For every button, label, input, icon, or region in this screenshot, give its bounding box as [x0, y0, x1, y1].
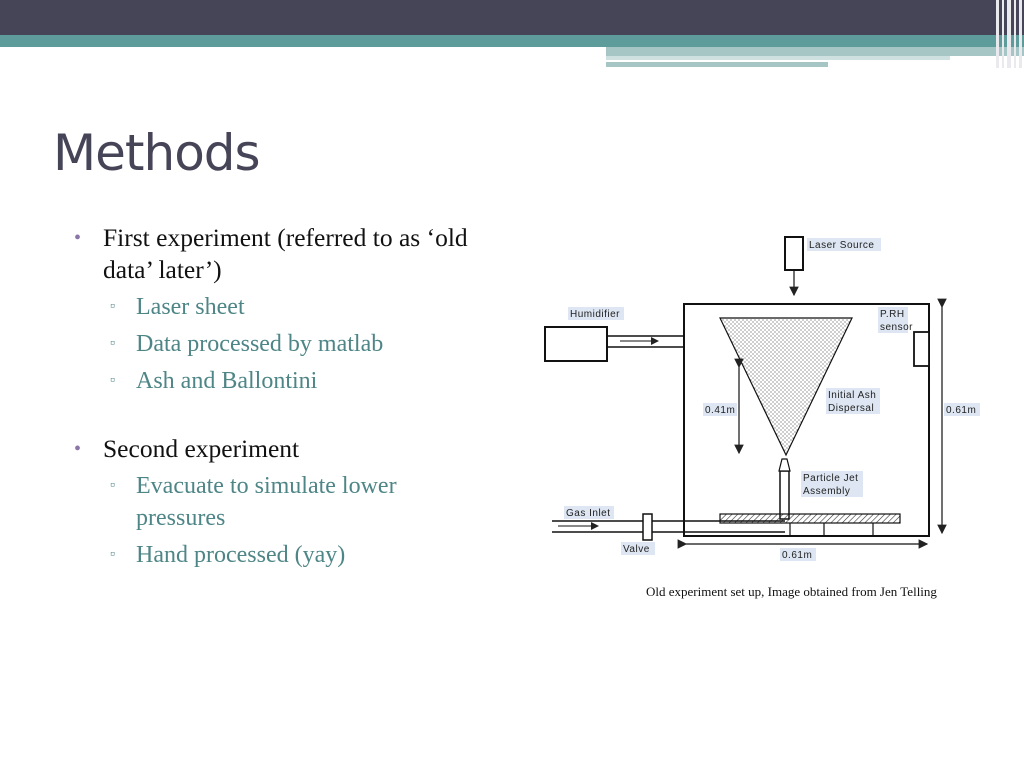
particle-jet-assembly	[779, 470, 790, 520]
sub-bullet-text: Laser sheet	[136, 294, 245, 320]
sub-bullet-item: ▫ Evacuate to simulate lower pressures	[70, 470, 490, 534]
label-valve: Valve	[623, 544, 650, 555]
square-bullet-icon: ▫	[110, 547, 115, 562]
valve	[642, 513, 653, 541]
header-accent-stripe	[606, 62, 828, 67]
header-vertical-stripes	[992, 0, 1024, 68]
bullet-item: • First experiment (referred to as ‘old …	[70, 222, 490, 286]
image-caption: Old experiment set up, Image obtained fr…	[646, 584, 937, 599]
laser-source-box	[784, 236, 804, 271]
label-laser-source: Laser Source	[809, 240, 874, 251]
humidifier-box	[544, 326, 608, 362]
sub-bullet-text: Data processed by matlab	[136, 331, 384, 357]
slide-title: Methods	[53, 124, 261, 182]
sub-bullet-item: ▫ Laser sheet	[70, 291, 490, 323]
sub-bullet-item: ▫ Data processed by matlab	[70, 328, 490, 360]
label-height-041: 0.41m	[705, 405, 735, 416]
label-prh-sensor: P.RH	[880, 309, 905, 320]
label-height-061: 0.61m	[946, 405, 976, 416]
header-accent-stripe	[606, 56, 950, 60]
label-gas-inlet: Gas Inlet	[566, 508, 611, 519]
label-ash-dispersal: Initial Ash	[828, 390, 876, 401]
base-plate	[719, 513, 901, 524]
square-bullet-icon: ▫	[110, 299, 115, 314]
label-prh-sensor-2: sensor	[880, 322, 913, 333]
label-ash-dispersal-2: Dispersal	[828, 403, 874, 414]
square-bullet-icon: ▫	[110, 336, 115, 351]
label-width-061: 0.61m	[782, 550, 812, 561]
bullet-list: • First experiment (referred to as ‘old …	[70, 222, 490, 571]
chamber-box	[683, 303, 930, 537]
bullet-dot-icon: •	[74, 227, 82, 249]
square-bullet-icon: ▫	[110, 373, 115, 388]
prh-sensor-box	[913, 331, 930, 367]
sub-bullet-text: Evacuate to simulate lower pressures	[136, 473, 397, 531]
bullet-text: First experiment (referred to as ‘old da…	[103, 223, 468, 284]
sub-bullet-item: ▫ Ash and Ballontini	[70, 365, 490, 397]
header-accent-stripe	[606, 47, 1024, 56]
sub-bullet-text: Ash and Ballontini	[136, 368, 318, 394]
sub-bullet-text: Hand processed (yay)	[136, 542, 346, 568]
square-bullet-icon: ▫	[110, 478, 115, 493]
bullet-item: • Second experiment	[70, 433, 490, 465]
header-bar	[0, 0, 1024, 35]
header-accent-bar	[0, 35, 1024, 47]
ash-dispersal-cone	[719, 317, 853, 457]
sub-bullet-item: ▫ Hand processed (yay)	[70, 539, 490, 571]
label-particle-jet-2: Assembly	[803, 486, 850, 497]
bullet-text: Second experiment	[103, 434, 300, 463]
experiment-setup-diagram: Laser Source Humidifier P.RH sensor Init…	[544, 236, 980, 561]
bullet-dot-icon: •	[74, 438, 82, 460]
label-humidifier: Humidifier	[570, 309, 620, 320]
label-particle-jet: Particle Jet	[803, 473, 858, 484]
